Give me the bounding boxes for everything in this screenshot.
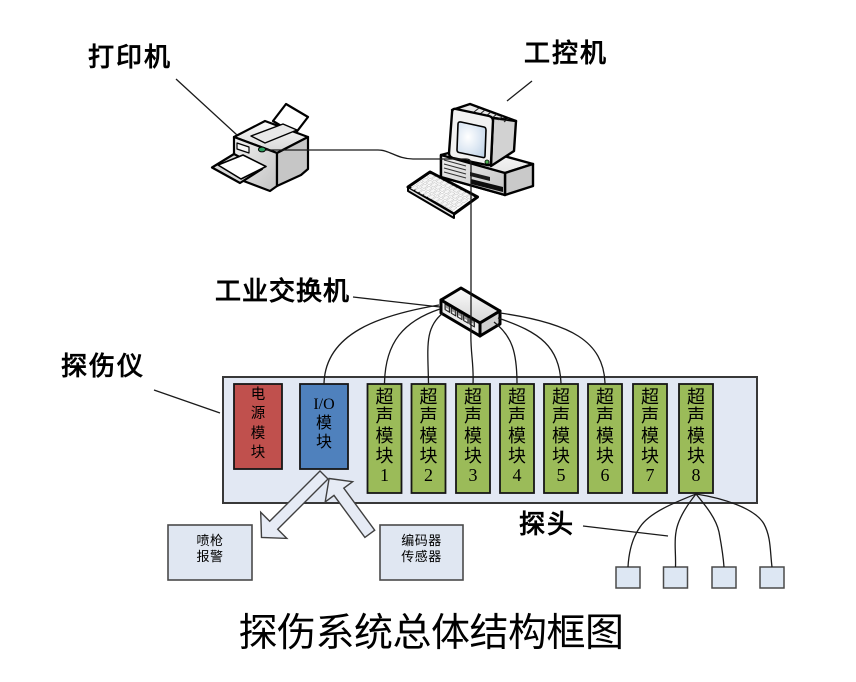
probe-square-3[interactable] [711,566,737,589]
ultrasonic-module-8-label: 超 声 模 块 8 [687,386,705,486]
encoder-sensor-label: 编码器 传感器 [401,532,442,564]
encoder-sensor-box[interactable] [379,524,464,581]
probe-cable-1 [627,493,697,568]
ultrasonic-module-2-label: 超 声 模 块 2 [419,386,438,486]
detector-label: 探伤仪 [61,352,146,381]
power-module-box[interactable] [233,383,283,470]
encoder-to-io-arrow [324,477,376,539]
probe-label: 探头 [519,510,576,539]
ultrasonic-module-8-box[interactable] [678,383,714,494]
cable-computer-switch [266,149,474,385]
ultrasonic-module-7-label: 超 声 模 块 7 [641,386,659,486]
probe-square-1[interactable] [615,566,641,589]
switch-ports [444,303,475,328]
network-cables [266,149,606,385]
computer-label: 工控机 [524,39,609,68]
probe-square-2[interactable] [662,566,689,589]
ultrasonic-module-6-box[interactable] [587,383,623,494]
computer-leader-line [506,80,533,102]
probe-leader-line [582,525,669,537]
ultrasonic-module-3-label: 超 声 模 块 3 [464,386,482,486]
cable-switch-us5 [497,317,562,385]
switch-label: 工业交换机 [215,277,351,306]
io-module-label: I/O 模 块 [313,395,335,452]
spray-gun-alarm-box[interactable] [167,524,253,581]
ultrasonic-module-6-label: 超 声 模 块 6 [596,386,614,486]
detector-leader-line [153,389,221,414]
cable-switch-us4 [493,321,518,385]
probe-cable-4 [695,493,773,568]
leader-lines [153,78,669,537]
cable-switch-us2 [427,312,444,385]
switch-leader-line [352,296,441,308]
printer-leader-line [175,78,238,136]
printer-label: 打印机 [88,43,173,72]
computer-power-led [484,159,490,165]
ultrasonic-module-1-label: 超 声 模 块 1 [375,386,394,486]
diagram-title: 探伤系统总体结构框图 [238,612,624,655]
ultrasonic-module-4-label: 超 声 模 块 4 [508,386,526,486]
ultrasonic-module-5-label: 超 声 模 块 5 [552,386,570,486]
probe-cable-3 [695,493,725,568]
computer-screen [456,121,487,159]
cable-switch-us6 [499,312,606,385]
io-to-alarm-arrow [259,470,329,540]
printer-illustration [210,102,310,193]
ultrasonic-module-2-box[interactable] [410,383,447,494]
probe-cable-2 [674,493,697,568]
cable-switch-io [323,304,440,385]
probe-cables [627,493,773,568]
ultrasonic-module-7-box[interactable] [632,383,668,494]
cable-switch-us1 [383,308,441,385]
ultrasonic-module-4-box[interactable] [499,383,535,494]
io-module-box[interactable] [299,383,349,470]
ultrasonic-module-3-box[interactable] [455,383,491,494]
spray-gun-alarm-label: 喷枪 报警 [196,532,224,564]
probe-square-4[interactable] [759,566,785,589]
power-module-label: 电 源 模 块 [250,386,266,462]
printer-led [257,146,267,153]
